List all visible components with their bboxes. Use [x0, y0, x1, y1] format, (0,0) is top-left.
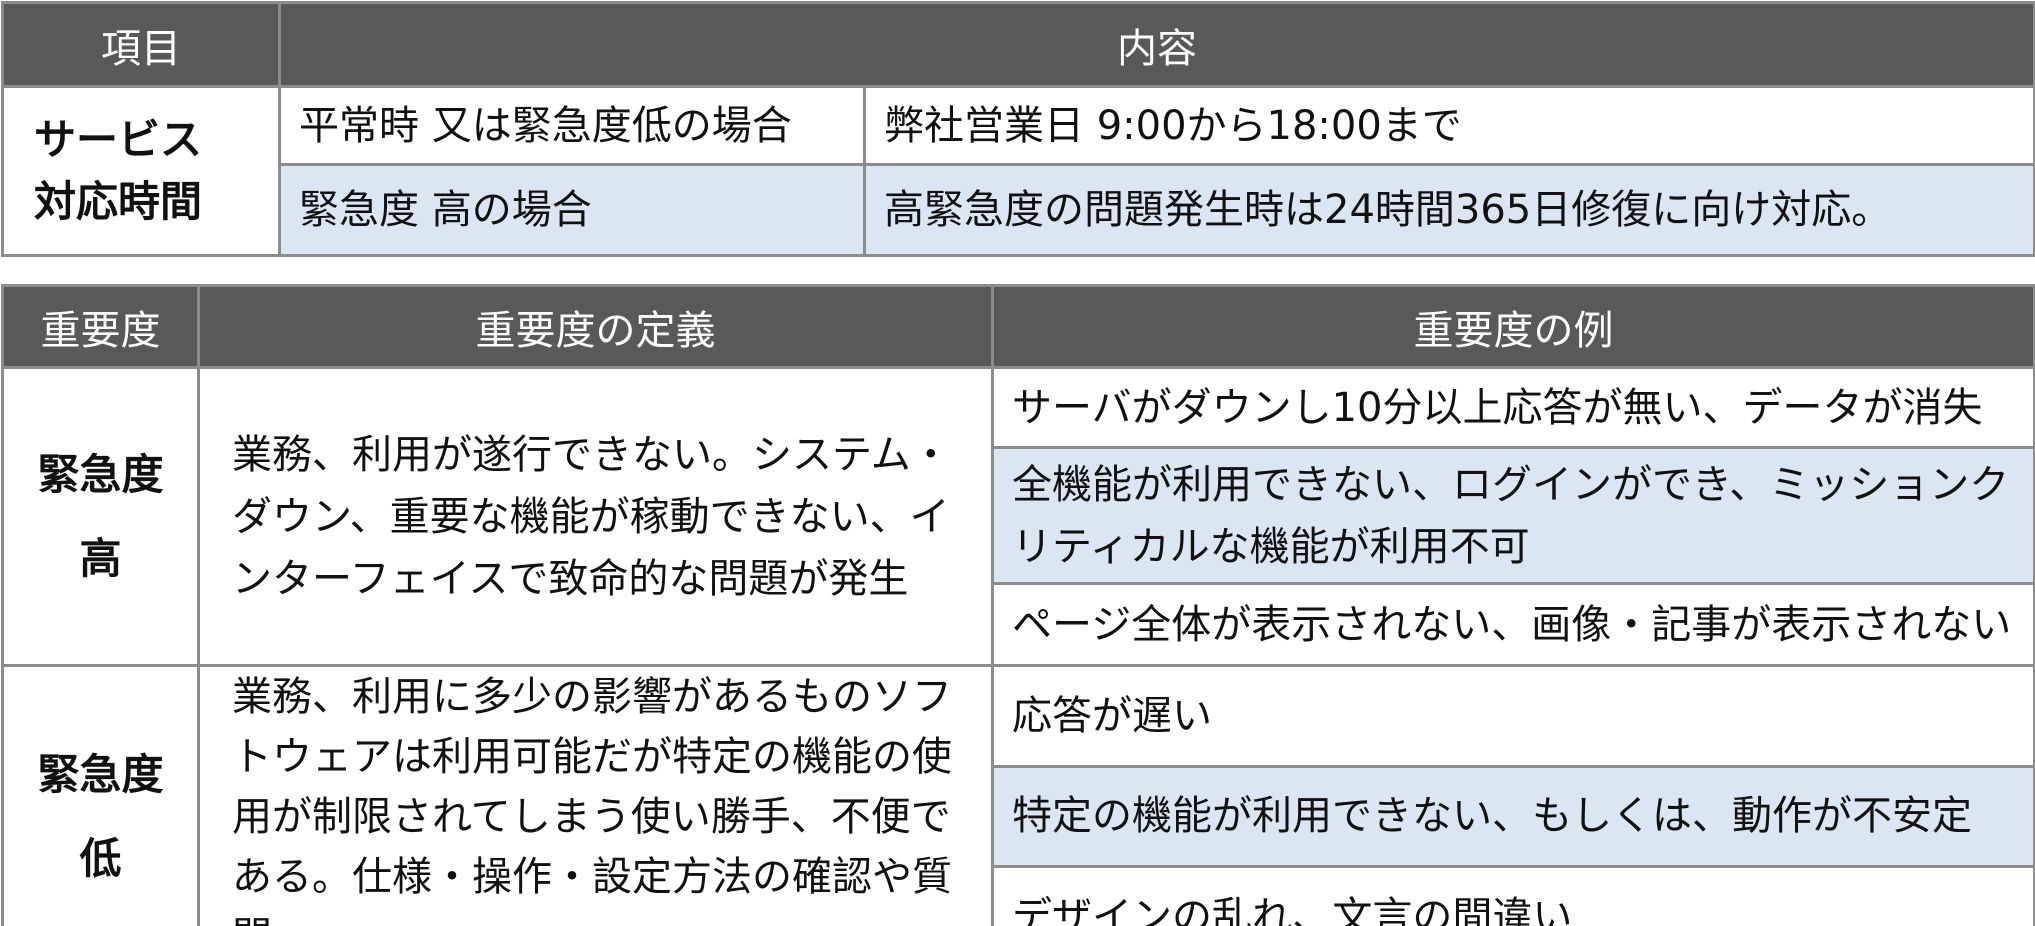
header-severity: 重要度 [1, 284, 200, 369]
header-content: 内容 [278, 1, 2035, 88]
service-hours-label-line-2: 対応時間 [34, 177, 203, 226]
service-table-header-row: 項目 内容 [1, 1, 2035, 88]
severity-label-high-line-2: 高 [79, 533, 122, 583]
severity-label-high: 緊急度 高 [1, 366, 200, 667]
service-case-cell: 平常時 又は緊急度低の場合 [278, 85, 866, 166]
severity-table: 重要度 重要度の定義 重要度の例 緊急度 高 業務、利用が遂行できない。システム… [1, 284, 2035, 926]
service-hours-label-line-1: サービス [34, 115, 203, 164]
header-item: 項目 [1, 1, 281, 88]
table-row: 特定の機能が利用できない、もしくは、動作が不安定 [3, 765, 2035, 868]
severity-label-low: 緊急度 低 [1, 664, 200, 926]
severity-example: 特定の機能が利用できない、もしくは、動作が不安定 [991, 765, 2035, 868]
severity-label-low-line-1: 緊急度 [37, 750, 164, 799]
table-row: デザインの乱れ、文言の間違い [3, 864, 2035, 926]
severity-example: 全機能が利用できない、ログインができ、ミッションクリティカルな機能が利用不可 [991, 446, 2035, 585]
table-row: ページ全体が表示されない、画像・記事が表示されない [3, 582, 2035, 667]
service-case-cell: 緊急度 高の場合 [278, 163, 866, 257]
severity-example: サーバがダウンし10分以上応答が無い、データが消失 [991, 366, 2035, 449]
service-detail-cell: 弊社営業日 9:00から18:00まで [863, 85, 2035, 166]
severity-label-high-line-1: 緊急度 [37, 449, 164, 499]
severity-table-header-row: 重要度 重要度の定義 重要度の例 [1, 284, 2035, 369]
service-hours-table: 項目 内容 サービス 対応時間 平常時 又は緊急度低の場合 弊社営業日 9:00… [1, 1, 2035, 257]
severity-definition-high: 業務、利用が遂行できない。システム・ダウン、重要な機能が稼動できない、インターフ… [197, 366, 994, 667]
severity-example: ページ全体が表示されない、画像・記事が表示されない [991, 582, 2035, 667]
table-row: 緊急度 高の場合 高緊急度の問題発生時は24時間365日修復に向け対応。 [3, 163, 2035, 257]
table-row: 緊急度 高 業務、利用が遂行できない。システム・ダウン、重要な機能が稼動できない… [1, 366, 2035, 667]
table-row: 全機能が利用できない、ログインができ、ミッションクリティカルな機能が利用不可 [3, 446, 2035, 585]
table-row: 緊急度 低 業務、利用に多少の影響があるものソフトウェアは利用可能だが特定の機能… [1, 664, 2035, 926]
severity-label-low-line-2: 低 [79, 834, 122, 883]
severity-definition-low: 業務、利用に多少の影響があるものソフトウェアは利用可能だが特定の機能の使用が制限… [197, 664, 994, 926]
service-hours-label: サービス 対応時間 [1, 85, 281, 257]
severity-example: デザインの乱れ、文言の間違い [991, 864, 2035, 926]
severity-example: 応答が遅い [991, 664, 2035, 768]
header-definition: 重要度の定義 [197, 284, 994, 369]
header-examples: 重要度の例 [991, 284, 2035, 369]
service-detail-cell: 高緊急度の問題発生時は24時間365日修復に向け対応。 [863, 163, 2035, 257]
table-row: サービス 対応時間 平常時 又は緊急度低の場合 弊社営業日 9:00から18:0… [1, 85, 2035, 257]
